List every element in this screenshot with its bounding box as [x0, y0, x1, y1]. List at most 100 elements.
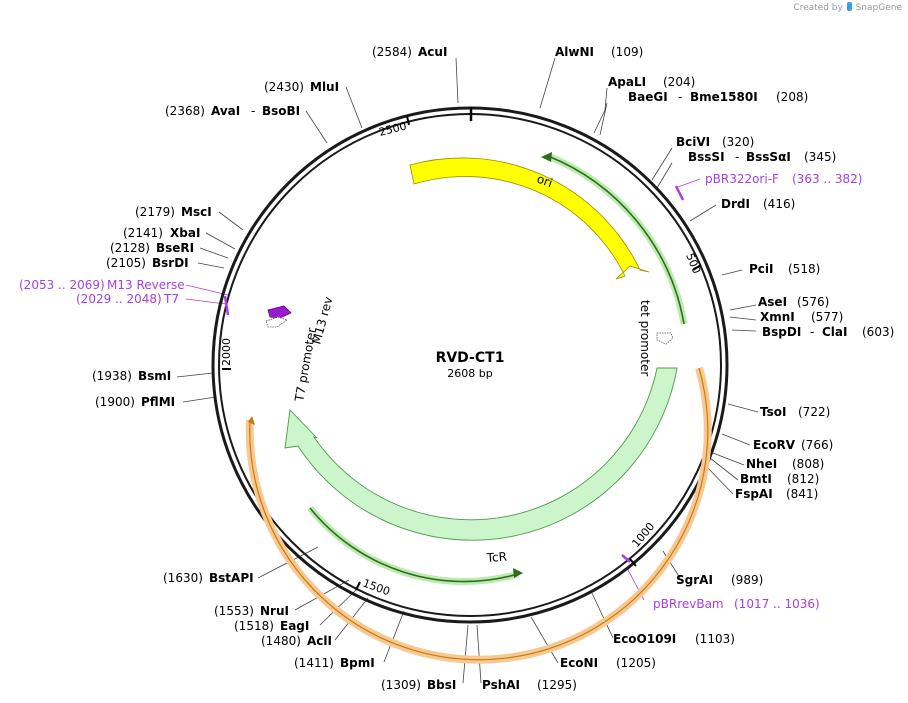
- enzyme-name: AvaI: [211, 104, 240, 118]
- enzyme-name: BseRI: [156, 241, 194, 255]
- enzyme-position: (1480): [261, 634, 301, 648]
- enzyme-bstapi[interactable]: (1630) BstAPI: [163, 571, 254, 585]
- enzyme-drdi[interactable]: DrdI (416): [721, 197, 795, 211]
- primer-pbr322ori-f[interactable]: pBR322ori-F (363 .. 382): [705, 172, 862, 186]
- enzyme-name: EcoRV: [753, 438, 796, 452]
- tet-promoter-label: tet promoter: [638, 300, 652, 376]
- enzyme-name: BbsI: [427, 678, 456, 692]
- enzyme-name-2: BsoBI: [262, 104, 300, 118]
- enzyme-ecoo109i[interactable]: EcoO109I (1103): [613, 632, 735, 646]
- enzyme-baegi[interactable]: BaeGI - Bme1580I (208): [628, 90, 808, 104]
- enzyme-mlui[interactable]: (2430) MluI: [264, 80, 339, 94]
- enzyme-acli[interactable]: (1480) AclI: [261, 634, 332, 648]
- enzyme-nrui[interactable]: (1553) NruI: [214, 604, 289, 618]
- enzyme-bbsi[interactable]: (1309) BbsI: [381, 678, 456, 692]
- enzyme-name: MluI: [310, 80, 339, 94]
- enzyme-separator: -: [251, 104, 255, 118]
- enzyme-bsmi[interactable]: (1938) BsmI: [92, 369, 171, 383]
- tick-label-2000: 2000: [220, 338, 233, 366]
- enzyme-pflmi[interactable]: (1900) PflMI: [95, 395, 175, 409]
- enzyme-position: (841): [786, 487, 818, 501]
- enzyme-apali[interactable]: ApaLI (204): [608, 75, 695, 89]
- enzyme-position: (1205): [616, 656, 656, 670]
- enzyme-pshai[interactable]: PshAI (1295): [482, 678, 577, 692]
- enzyme-tsoi[interactable]: TsoI (722): [760, 405, 830, 419]
- tet-promoter-feature[interactable]: tet promoter: [638, 300, 674, 376]
- enzyme-bmti[interactable]: BmtI (812): [740, 472, 819, 486]
- enzyme-position: (208): [776, 90, 808, 104]
- enzyme-name: BsrDI: [152, 256, 189, 270]
- enzyme-position: (204): [663, 75, 695, 89]
- enzyme-name: NruI: [260, 604, 289, 618]
- enzyme-position: (603): [862, 325, 894, 339]
- enzyme-name: AseI: [758, 295, 787, 309]
- enzyme-position: (345): [804, 150, 836, 164]
- enzyme-position: (2430): [264, 80, 304, 94]
- enzyme-pcii[interactable]: PciI (518): [749, 262, 820, 276]
- enzyme-econi[interactable]: EcoNI (1205): [560, 656, 656, 670]
- enzyme-name: BssSI: [688, 150, 725, 164]
- enzyme-position: (1900): [95, 395, 135, 409]
- enzyme-position: (2105): [106, 256, 146, 270]
- ori-feature[interactable]: ori: [409, 157, 650, 280]
- enzyme-position: (416): [763, 197, 795, 211]
- primer-t7[interactable]: (2029 .. 2048) T7: [76, 292, 179, 306]
- enzyme-name: NheI: [746, 457, 777, 471]
- enzyme-ecorv[interactable]: EcoRV (766): [753, 438, 833, 452]
- enzyme-separator: -: [810, 325, 814, 339]
- enzyme-bpmi[interactable]: (1411) BpmI: [294, 656, 375, 670]
- enzyme-msci[interactable]: (2179) MscI: [135, 205, 212, 219]
- enzyme-position: (808): [792, 457, 824, 471]
- enzyme-name: BsmI: [138, 369, 171, 383]
- enzyme-name: MscI: [181, 205, 212, 219]
- primer-name: T7: [163, 292, 179, 306]
- enzyme-eagi[interactable]: (1518) EagI: [234, 619, 309, 633]
- tcr-orf-arrow: [307, 505, 523, 585]
- primer-pbrrevbam[interactable]: pBRrevBam (1017 .. 1036): [653, 597, 820, 611]
- enzyme-xbai[interactable]: (2141) XbaI: [123, 226, 200, 240]
- enzyme-alwni[interactable]: AlwNI (109): [555, 45, 643, 59]
- enzyme-nhei[interactable]: NheI (808): [746, 457, 824, 471]
- enzyme-position: (1553): [214, 604, 254, 618]
- enzyme-position: (1103): [695, 632, 735, 646]
- enzyme-separator: -: [678, 90, 682, 104]
- enzyme-name: BmtI: [740, 472, 772, 486]
- enzyme-asei[interactable]: AseI (576): [758, 295, 829, 309]
- enzyme-xmni[interactable]: XmnI (577): [760, 310, 843, 324]
- primer-range: (2029 .. 2048): [76, 292, 162, 306]
- enzyme-acui[interactable]: (2584) AcuI: [372, 45, 447, 59]
- enzyme-name: EagI: [280, 619, 309, 633]
- enzyme-name: BpmI: [340, 656, 375, 670]
- enzyme-name: BaeGI: [628, 90, 668, 104]
- enzyme-bspdi[interactable]: BspDI - ClaI (603): [762, 325, 894, 339]
- enzyme-position: (989): [731, 573, 763, 587]
- enzyme-position: (518): [788, 262, 820, 276]
- enzyme-fspai[interactable]: FspAI (841): [735, 487, 818, 501]
- enzyme-position: (1518): [234, 619, 274, 633]
- enzyme-position: (320): [722, 135, 754, 149]
- enzyme-name: BstAPI: [209, 571, 254, 585]
- enzyme-bsssi[interactable]: BssSI - BssSαI (345): [688, 150, 836, 164]
- enzyme-name: BspDI: [762, 325, 801, 339]
- enzyme-labels-left: (2584) AcuI (2430) MluI (2368) AvaI - Bs…: [19, 45, 456, 692]
- tcr-feature[interactable]: TcR: [284, 367, 678, 565]
- enzyme-position: (722): [798, 405, 830, 419]
- tcr-label: TcR: [485, 550, 507, 565]
- enzyme-avai[interactable]: (2368) AvaI - BsoBI: [165, 104, 300, 118]
- enzyme-bseri[interactable]: (2128) BseRI: [110, 241, 194, 255]
- enzyme-position: (766): [801, 438, 833, 452]
- enzyme-name: XmnI: [760, 310, 795, 324]
- primer-name: pBRrevBam: [653, 597, 724, 611]
- enzyme-name: PflMI: [141, 395, 175, 409]
- enzyme-name-2: Bme1580I: [690, 90, 758, 104]
- enzyme-bsrdi[interactable]: (2105) BsrDI: [106, 256, 189, 270]
- enzyme-bcivi[interactable]: BciVI (320): [676, 135, 754, 149]
- t7-promoter-label: T7 promoter: [292, 327, 319, 404]
- t7-promoter-feature[interactable]: T7 promoter: [265, 316, 319, 404]
- enzyme-position: (576): [797, 295, 829, 309]
- enzyme-name: AlwNI: [555, 45, 594, 59]
- primer-m13-reverse[interactable]: (2053 .. 2069) M13 Reverse: [19, 278, 185, 292]
- enzyme-name: PciI: [749, 262, 774, 276]
- enzyme-sgrai[interactable]: SgrAI (989): [676, 573, 763, 587]
- enzyme-position: (1295): [537, 678, 577, 692]
